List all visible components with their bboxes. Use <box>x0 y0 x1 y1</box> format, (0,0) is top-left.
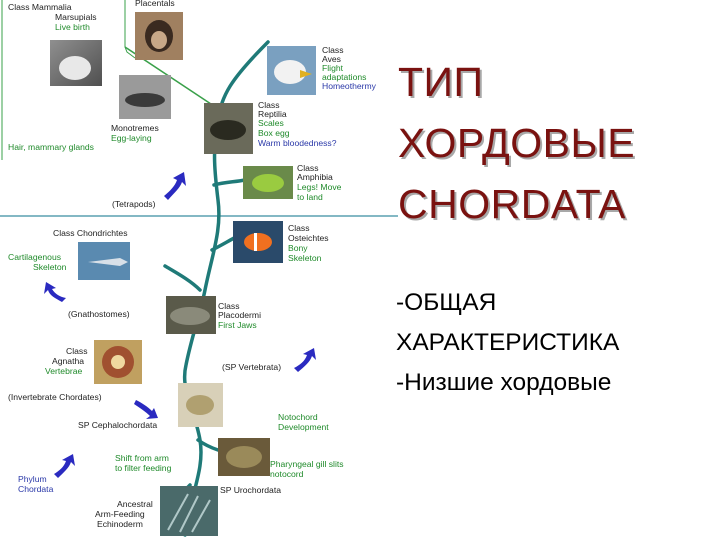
label-box-egg: Box egg <box>258 128 290 138</box>
label-gnathostomes: (Gnathostomes) <box>68 309 130 319</box>
arrow-chordata <box>54 454 75 478</box>
label-class-mammalia: Class Mammalia <box>8 2 72 12</box>
label-skeleton-bony: Skeleton <box>288 253 322 263</box>
label-class-aves-2: Aves <box>322 54 341 64</box>
arrow-vertebrata <box>294 348 316 372</box>
slide-subtitle: -ОБЩАЯ ХАРАКТЕРИСТИКА -Низшие хордовые <box>396 283 718 403</box>
chordate-phylogeny-diagram: Class Mammalia Marsupials Live birth Pla… <box>0 0 398 537</box>
label-monotremes: Monotremes <box>111 123 159 133</box>
label-adaptations: adaptations <box>322 72 366 82</box>
label-development: Development <box>278 422 329 432</box>
label-marsupials: Marsupials <box>55 12 97 22</box>
label-hair-mammary: Hair, mammary glands <box>8 142 94 152</box>
label-class-aves-1: Class <box>322 45 344 55</box>
label-cartilagenous: Cartilagenous <box>8 252 61 262</box>
arrow-invertebrate <box>134 400 158 419</box>
label-notochord: Notochord <box>278 412 318 422</box>
label-invertebrate-chordates: (Invertebrate Chordates) <box>8 392 102 402</box>
slide-title: ТИП ХОРДОВЫЕ CHORDATA <box>398 52 718 235</box>
label-bony: Bony <box>288 243 308 253</box>
label-class-amphibia-2: Amphibia <box>297 172 333 182</box>
label-class-amphibia-1: Class <box>297 163 319 173</box>
arrow-tetrapods <box>164 172 186 200</box>
label-filter-feeding: to filter feeding <box>115 463 172 473</box>
label-egg-laying: Egg-laying <box>111 133 152 143</box>
title-line-chordata: CHORDATA <box>398 181 626 227</box>
label-shift-arm: Shift from arm <box>115 453 169 463</box>
label-class-chondrichtes: Class Chondrichtes <box>53 228 128 238</box>
title-line-khordovye: ХОРДОВЫЕ <box>398 120 636 166</box>
label-class-osteichtes-2: Osteichtes <box>288 233 329 243</box>
label-echinoderm: Echinoderm <box>97 519 143 529</box>
label-vertebrae: Vertebrae <box>45 366 82 376</box>
label-legs-move: Legs! Move <box>297 182 342 192</box>
label-class-reptilia-2: Reptilia <box>258 109 287 119</box>
subtitle-line-3: -Низшие хордовые <box>396 369 612 396</box>
label-class-osteichtes-1: Class <box>288 223 310 233</box>
label-scales: Scales <box>258 118 284 128</box>
label-sp-vertebrata: (SP Vertebrata) <box>222 362 281 372</box>
label-class-agnatha-2: Agnatha <box>52 356 84 366</box>
arrow-gnathostomes <box>44 282 66 302</box>
label-skeleton-cart: Skeleton <box>33 262 67 272</box>
label-sp-urochordata: SP Urochordata <box>220 485 281 495</box>
label-placentals: Placentals <box>135 0 175 8</box>
label-tetrapods: (Tetrapods) <box>112 199 156 209</box>
subtitle-line-1: -ОБЩАЯ <box>396 289 497 316</box>
label-chordata: Chordata <box>18 484 54 494</box>
diagram-labels: Class Mammalia Marsupials Live birth Pla… <box>8 0 377 529</box>
label-class-reptilia-1: Class <box>258 100 280 110</box>
animal-photos <box>50 12 316 536</box>
label-class-agnatha-1: Class <box>66 346 88 356</box>
mammal-group-frame <box>1 0 136 160</box>
label-to-land: to land <box>297 192 323 202</box>
label-ancestral: Ancestral <box>117 499 153 509</box>
label-homeothermy: Homeothermy <box>322 81 377 91</box>
label-notocord: notocord <box>270 469 304 479</box>
label-warm-bloodedness: Warm bloodedness? <box>258 138 337 148</box>
lineage-arrows <box>44 172 316 478</box>
label-first-jaws: First Jaws <box>218 320 257 330</box>
label-live-birth: Live birth <box>55 22 90 32</box>
label-sp-cephalochordata: SP Cephalochordata <box>78 420 157 430</box>
label-pharyngeal: Pharyngeal gill slits <box>270 459 344 469</box>
title-line-tip: ТИП <box>398 59 484 105</box>
label-class-placodermi-1: Class <box>218 301 240 311</box>
label-arm-feeding: Arm-Feeding <box>95 509 145 519</box>
subtitle-line-2: ХАРАКТЕРИСТИКА <box>396 329 620 356</box>
label-phylum: Phylum <box>18 474 47 484</box>
label-flight: Flight <box>322 63 344 73</box>
label-class-placodermi-2: Placodermi <box>218 310 261 320</box>
